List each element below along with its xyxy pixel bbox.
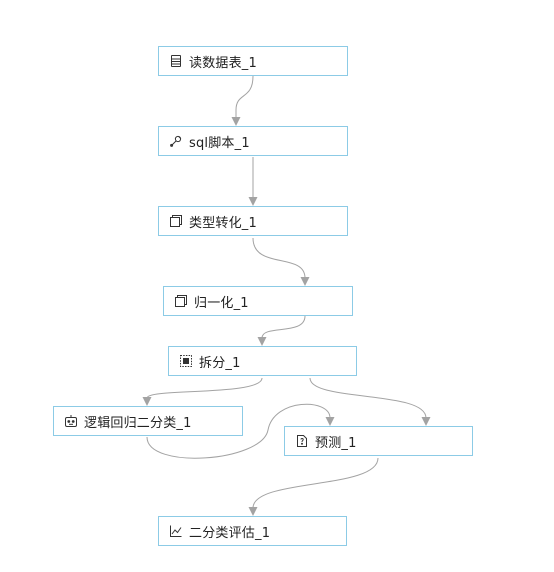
arrowhead-sql	[231, 117, 241, 126]
arrowhead-norm	[300, 277, 310, 286]
copy-icon	[169, 214, 183, 228]
wrench-icon	[169, 134, 183, 148]
node-label: 读数据表_1	[189, 55, 257, 71]
arrowhead-split	[257, 337, 267, 346]
arrowhead-predict-right	[421, 417, 431, 426]
node-label: sql脚本_1	[189, 135, 250, 151]
node-label: 类型转化_1	[189, 215, 257, 231]
robot-icon	[64, 414, 78, 428]
line-chart-icon	[169, 524, 183, 538]
node-binary-evaluation[interactable]: 二分类评估_1	[158, 516, 347, 546]
node-read-table[interactable]: 读数据表_1	[158, 46, 348, 76]
edge-read-to-sql	[235, 75, 254, 118]
node-label: 归一化_1	[194, 295, 249, 311]
node-logistic-regression[interactable]: 逻辑回归二分类_1	[53, 406, 243, 436]
edge-type-to-norm	[252, 237, 306, 279]
node-label: 拆分_1	[199, 355, 241, 371]
arrowhead-type	[248, 197, 258, 206]
edge-split-to-predict	[309, 377, 427, 419]
node-split[interactable]: 拆分_1	[168, 346, 357, 376]
edge-predict-to-eval	[252, 457, 379, 509]
copy-icon	[174, 294, 188, 308]
arrowhead-eval	[248, 507, 258, 516]
node-sql-script[interactable]: sql脚本_1	[158, 126, 348, 156]
edge-norm-to-split	[261, 315, 306, 339]
file-icon	[295, 434, 309, 448]
arrowhead-predict-left	[325, 417, 335, 426]
split-icon	[179, 354, 193, 368]
node-label: 逻辑回归二分类_1	[84, 415, 192, 431]
node-label: 二分类评估_1	[189, 525, 271, 541]
table-icon	[169, 54, 183, 68]
node-normalize[interactable]: 归一化_1	[163, 286, 353, 316]
node-label: 预测_1	[315, 435, 357, 451]
node-type-conversion[interactable]: 类型转化_1	[158, 206, 348, 236]
arrowhead-logreg	[142, 397, 152, 406]
edge-split-to-logreg	[146, 377, 263, 399]
node-predict[interactable]: 预测_1	[284, 426, 473, 456]
